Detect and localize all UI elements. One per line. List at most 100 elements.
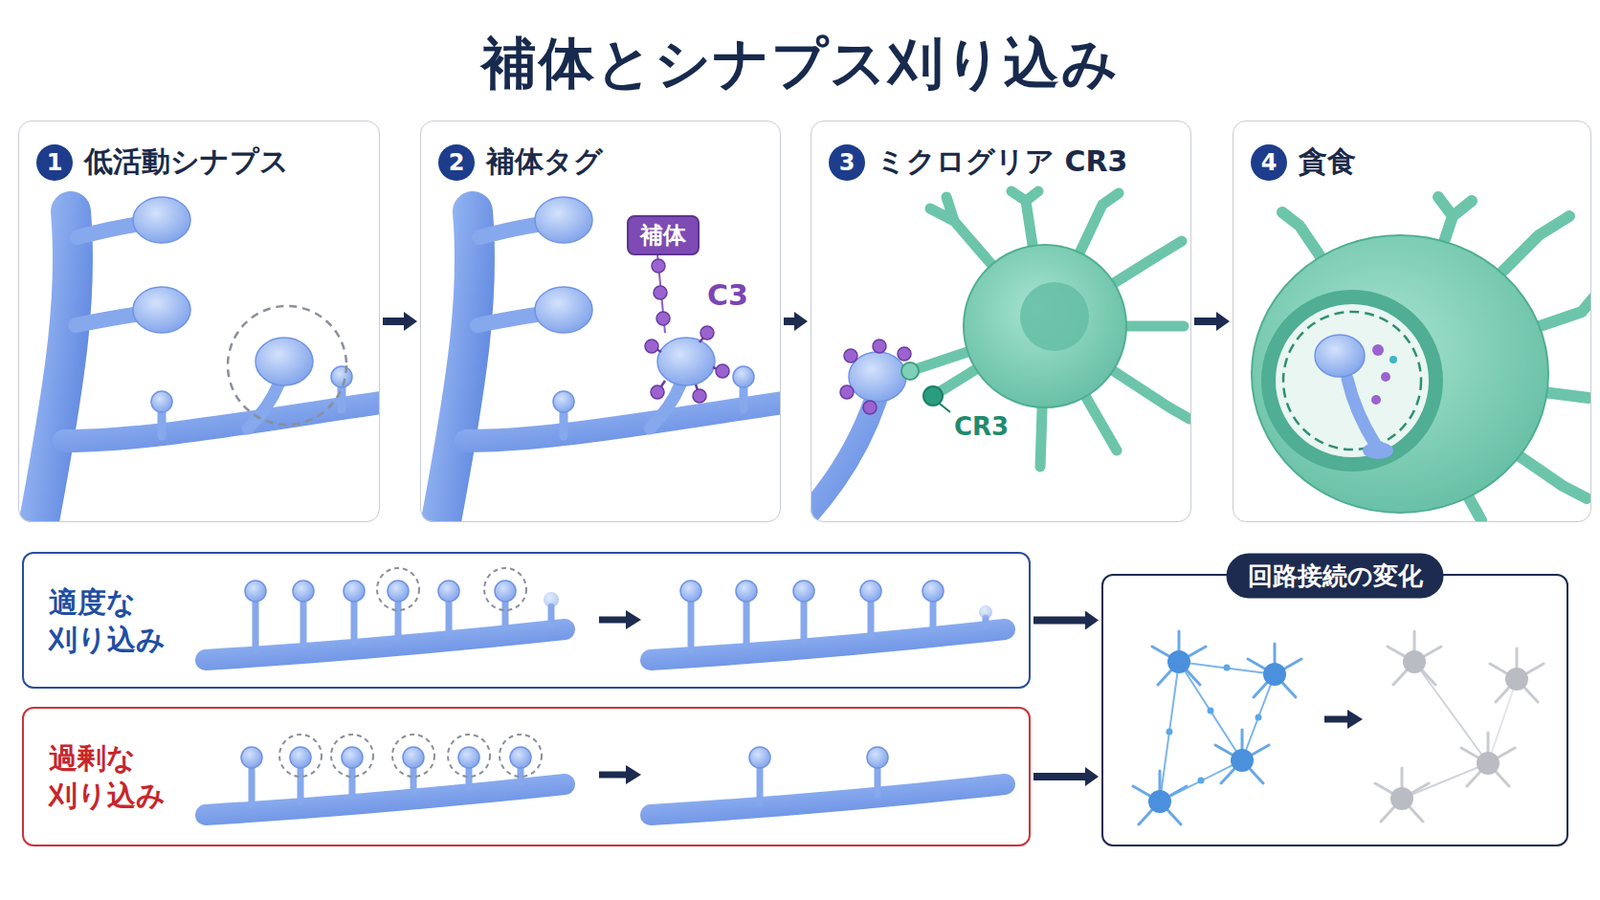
network-illustration	[1133, 631, 1544, 825]
step-number: 1	[36, 144, 73, 181]
label-slot: 過剰な 刈り込み	[48, 739, 193, 815]
excessive-pruning-illustration	[447, 734, 490, 778]
network-illustration	[1223, 665, 1231, 672]
moderate-pruning-illustration	[680, 580, 702, 602]
phagocytosis-illustration	[1275, 304, 1429, 458]
microglia-illustration	[901, 362, 919, 380]
low-activity-illustration	[35, 197, 380, 523]
header-slot: 回路接続の変化	[1226, 554, 1445, 600]
microglia-illustration	[810, 191, 1190, 523]
pruning-row: 適度な 刈り込み	[22, 552, 1031, 689]
excessive-pruning-illustration	[759, 767, 878, 804]
panel-header: 1 低活動シナプス	[36, 142, 289, 182]
excessive-pruning-illustration	[650, 784, 1005, 816]
flow-arrow	[783, 317, 795, 326]
moderate-pruning-illustration	[860, 580, 882, 602]
step-number: 2	[438, 144, 475, 181]
complement-tag-illustration	[644, 339, 659, 354]
moderate-pruning-illustration	[735, 580, 757, 602]
moderate-pruning-illustration	[922, 580, 944, 602]
complement-tag-illustration	[437, 197, 803, 542]
phagocytosis-illustration	[1261, 289, 1444, 472]
flow-arrow	[1033, 773, 1086, 781]
step-heading: 貪食	[1298, 142, 1356, 182]
excessive-pruning-illustration	[866, 747, 889, 769]
moderate-pruning-illustration	[377, 568, 420, 611]
phagocytosis-illustration	[1362, 442, 1394, 460]
moderate-pruning-illustration	[205, 629, 565, 661]
moderate-pruning-illustration	[292, 580, 314, 602]
circuit-box: 回路接続の変化	[1101, 574, 1569, 847]
stage-panel: 4 貪食	[1232, 120, 1592, 523]
complement-tag-illustration	[651, 259, 666, 273]
microglia-illustration	[897, 347, 912, 361]
network-illustration	[1207, 708, 1215, 715]
phagocytosis-illustration	[1389, 355, 1398, 364]
excessive-pruning-illustration	[279, 734, 322, 778]
step-number: 4	[1250, 144, 1288, 181]
excessive-pruning-illustration	[392, 734, 435, 778]
step-heading: 補体タグ	[486, 142, 603, 182]
panel-header: 3ミクログリア CR3	[828, 142, 1128, 182]
moderate-pruning-illustration	[978, 605, 993, 620]
network-illustration	[1263, 663, 1287, 687]
complement-tag-illustration	[700, 326, 714, 340]
microglia-illustration	[848, 352, 907, 402]
excessive-pruning-illustration	[205, 784, 565, 816]
microglia-illustration	[963, 244, 1127, 408]
stage-panel: 1 低活動シナプス	[18, 120, 380, 523]
excessive-pruning-illustration	[402, 747, 424, 769]
microglia-illustration	[844, 349, 858, 363]
excessive-pruning-illustration	[241, 747, 263, 769]
network-illustration	[1505, 667, 1529, 691]
low-activity-illustration	[35, 197, 401, 542]
tag-label: 補体	[640, 222, 687, 249]
complement-tag-illustration	[692, 389, 707, 403]
moderate-pruning-illustration	[205, 568, 1005, 661]
excessive-pruning-illustration	[205, 734, 1005, 816]
microglia-illustration	[863, 400, 877, 415]
moderate-pruning-illustration	[494, 580, 516, 602]
phagocytosis-illustration	[1251, 197, 1597, 521]
complement-tag-illustration	[715, 364, 730, 378]
microglia-illustration	[840, 385, 854, 400]
microglia-illustration	[910, 191, 1190, 467]
complement-tag-illustration	[656, 311, 670, 326]
moderate-pruning-illustration	[650, 629, 1005, 661]
step-heading: 低活動シナプス	[84, 142, 289, 182]
flow-arrow	[1194, 317, 1217, 326]
complement-tag-illustration	[653, 286, 667, 300]
complement-tag-illustration	[650, 385, 665, 400]
moderate-pruning-illustration	[343, 580, 365, 602]
flow-arrow	[382, 317, 404, 326]
moderate-pruning-illustration	[543, 592, 559, 608]
step-heading: ミクログリア CR3	[876, 142, 1128, 182]
excessive-pruning-illustration	[458, 747, 480, 769]
network-illustration	[1167, 650, 1191, 674]
phagocytosis-illustration	[1371, 395, 1381, 405]
panel-header: 2 補体タグ	[438, 142, 603, 182]
excessive-pruning-illustration	[331, 734, 374, 778]
excessive-pruning-illustration	[599, 772, 626, 779]
flow-arrow	[1033, 617, 1086, 625]
phagocytosis-illustration	[1347, 378, 1377, 446]
excessive-pruning-illustration	[749, 747, 771, 769]
title: 補体とシナプス刈り込み	[0, 26, 1600, 102]
network-illustration	[1476, 752, 1500, 776]
stage-panel: 2 補体タグ補体	[420, 120, 781, 523]
microglia-illustration	[791, 191, 1190, 533]
moderate-pruning-illustration	[244, 580, 267, 602]
network-illustration	[1133, 631, 1302, 825]
moderate-pruning-illustration	[599, 617, 626, 624]
row-label: 適度な 刈り込み	[48, 583, 193, 659]
panel-header: 4 貪食	[1250, 142, 1356, 182]
phagocytosis-illustration	[1372, 344, 1384, 356]
microglia-illustration	[939, 403, 951, 413]
network-illustration	[1324, 716, 1348, 724]
microglia-illustration	[1020, 282, 1089, 352]
network-illustration	[1159, 662, 1275, 802]
low-activity-illustration	[227, 306, 347, 425]
moderate-pruning-illustration	[438, 580, 460, 602]
